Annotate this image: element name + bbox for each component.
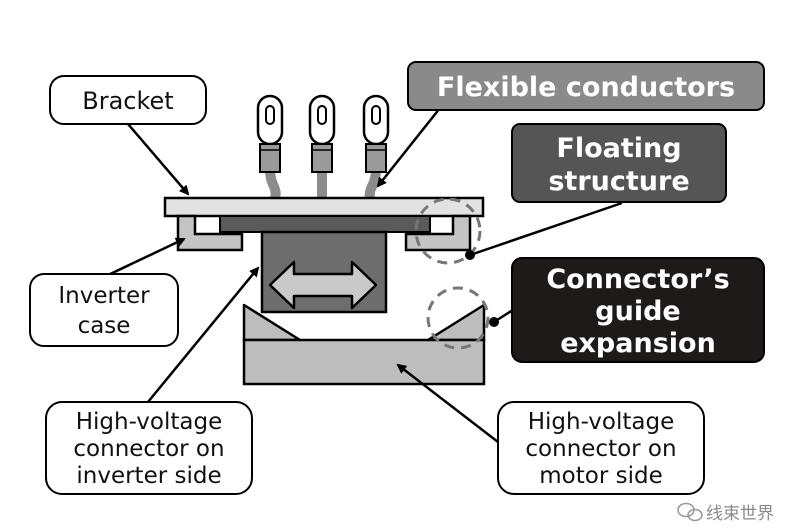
floating-structure-label-line2: structure [548, 166, 689, 197]
double-arrow-icon [268, 260, 378, 310]
callout-hv-inverter: High-voltage connector on inverter side [45, 401, 253, 495]
floating-plate [219, 215, 431, 233]
guide-expansion-label-line3: expansion [560, 328, 716, 359]
guide-expansion-label-line2: guide [595, 296, 680, 327]
floating-structure-label-line1: Floating [556, 133, 681, 164]
leader-hv-inverter [147, 266, 260, 403]
flexible-conductors-label: Flexible conductors [437, 72, 735, 103]
inverter-case-label-line1: Inverter [58, 283, 150, 309]
leader-floating-dot [465, 250, 475, 260]
floating-highlight-circle [414, 197, 482, 265]
leader-bracket [127, 123, 190, 196]
conductor-cable-left [265, 165, 281, 203]
leader-flexible [376, 107, 441, 188]
leader-inverter-case [105, 237, 186, 278]
leader-hv-motor [396, 363, 499, 443]
hv-connector-motor [242, 303, 486, 386]
bracket-label: Bracket [82, 87, 173, 115]
lug-middle [308, 94, 336, 173]
watermark: 线束世界 [677, 502, 774, 524]
callout-hv-motor: High-voltage connector on motor side [497, 401, 705, 495]
leader-floating [469, 201, 623, 257]
callout-guide-expansion: Connector’s guide expansion [511, 257, 765, 363]
hv-motor-label-line2: connector on [525, 436, 676, 462]
lug-left [256, 94, 284, 173]
wechat-icon [677, 502, 703, 522]
leader-guide-dot [489, 317, 499, 327]
inverter-case-label-line2: case [78, 313, 131, 339]
flexible-conductors [256, 94, 390, 203]
callout-inverter-case: Inverter case [29, 273, 179, 347]
callout-floating-structure: Floating structure [511, 123, 727, 203]
callout-flexible-conductors: Flexible conductors [407, 61, 765, 111]
conductor-cable-right [364, 165, 381, 203]
inverter-case-left [176, 214, 244, 252]
hv-inverter-label-line3: inverter side [76, 463, 221, 489]
hv-connector-inverter [260, 230, 388, 314]
hv-inverter-label-line1: High-voltage [76, 409, 222, 435]
lug-right [362, 94, 390, 173]
guide-expansion-label-line1: Connector’s [546, 264, 729, 295]
hv-motor-label-line1: High-voltage [528, 409, 674, 435]
hv-motor-label-line3: motor side [539, 463, 662, 489]
hv-inverter-label-line2: connector on [73, 436, 224, 462]
watermark-text: 线束世界 [706, 504, 774, 524]
callout-bracket: Bracket [49, 75, 207, 125]
guide-highlight-circle [426, 286, 490, 350]
